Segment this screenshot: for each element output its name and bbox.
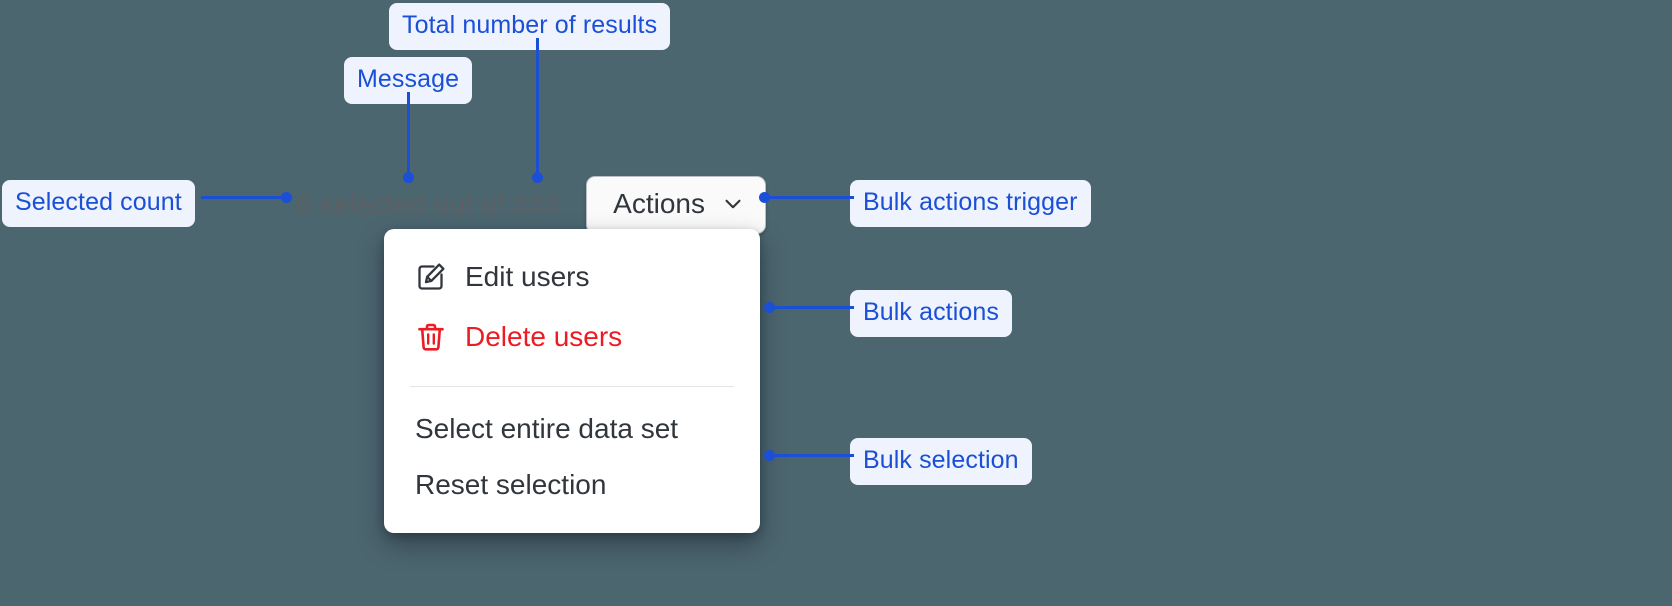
edit-pencil-icon bbox=[415, 261, 447, 293]
menu-item-label: Edit users bbox=[465, 261, 590, 292]
menu-item-select-entire-data-set[interactable]: Select entire data set bbox=[384, 401, 760, 457]
leader-dot-total-results bbox=[532, 172, 543, 183]
callout-selected-count: Selected count bbox=[2, 180, 195, 227]
leader-line-bulk-actions bbox=[769, 306, 854, 309]
callout-total-number-of-results: Total number of results bbox=[389, 3, 671, 50]
leader-line-message bbox=[407, 92, 410, 179]
menu-item-delete-users[interactable]: Delete users bbox=[384, 307, 760, 367]
callout-bulk-selection: Bulk selection bbox=[850, 438, 1032, 485]
chevron-down-icon bbox=[723, 194, 743, 214]
leader-line-total-results bbox=[536, 38, 539, 179]
leader-dot-bulk-actions-trigger bbox=[759, 192, 770, 203]
trash-icon bbox=[415, 321, 447, 353]
callout-bulk-actions: Bulk actions bbox=[850, 290, 1012, 337]
leader-dot-message bbox=[403, 172, 414, 183]
leader-line-bulk-selection bbox=[769, 454, 854, 457]
menu-item-reset-selection[interactable]: Reset selection bbox=[384, 457, 760, 513]
bulk-actions-trigger-button[interactable]: Actions bbox=[586, 176, 766, 234]
menu-item-label: Select entire data set bbox=[415, 413, 679, 444]
menu-divider bbox=[410, 386, 734, 387]
leader-line-selected-count bbox=[201, 196, 287, 199]
selected-count-text: 6 selected out of ### bbox=[296, 189, 561, 220]
leader-line-bulk-actions-trigger bbox=[764, 196, 854, 199]
leader-dot-bulk-selection bbox=[764, 450, 775, 461]
bulk-actions-trigger-label: Actions bbox=[613, 188, 705, 219]
bulk-actions-menu: Edit users Delete users Select entire da… bbox=[384, 229, 760, 533]
callout-bulk-actions-trigger: Bulk actions trigger bbox=[850, 180, 1091, 227]
menu-item-label: Reset selection bbox=[415, 469, 607, 500]
menu-item-label: Delete users bbox=[465, 321, 623, 352]
menu-item-edit-users[interactable]: Edit users bbox=[384, 247, 760, 307]
leader-dot-selected-count bbox=[281, 192, 292, 203]
leader-dot-bulk-actions bbox=[764, 302, 775, 313]
bulk-actions-bar: 6 selected out of ### Actions bbox=[296, 176, 766, 234]
